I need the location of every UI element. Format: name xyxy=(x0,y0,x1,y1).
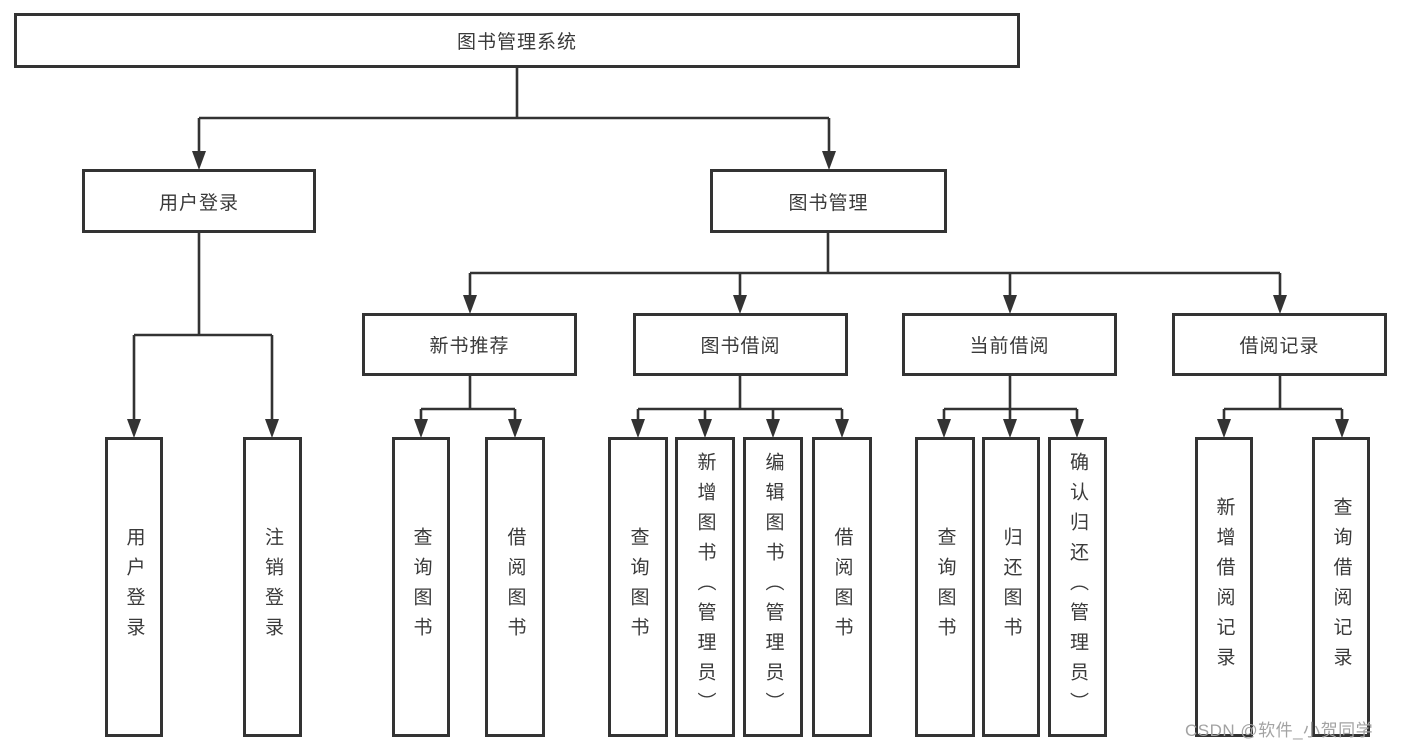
node-book-borrowing: 图书借阅 xyxy=(633,313,848,376)
leaf-logout: 注销登录 xyxy=(243,437,302,737)
edge-root-to-level2 xyxy=(192,68,836,170)
leaf-borrow-books-borrowing: 借阅图书 xyxy=(812,437,872,737)
leaf-query-books-current: 查询图书 xyxy=(915,437,975,737)
node-user-login: 用户登录 xyxy=(82,169,316,233)
node-current-borrowing: 当前借阅 xyxy=(902,313,1117,376)
leaf-borrow-books-recommend: 借阅图书 xyxy=(485,437,545,737)
edge-book-borrow-to-leaves xyxy=(631,376,849,438)
leaf-confirm-return-admin: 确认归还（管理员） xyxy=(1048,437,1107,737)
leaf-add-borrow-record: 新增借阅记录 xyxy=(1195,437,1253,737)
leaf-add-books-admin: 新增图书（管理员） xyxy=(675,437,735,737)
leaf-edit-books-admin: 编辑图书（管理员） xyxy=(743,437,803,737)
node-new-book-recommend: 新书推荐 xyxy=(362,313,577,376)
leaf-query-books-recommend: 查询图书 xyxy=(392,437,450,737)
edge-current-borrow-to-leaves xyxy=(937,376,1084,438)
node-book-management: 图书管理 xyxy=(710,169,947,233)
edge-book-mgmt-to-level3 xyxy=(463,233,1287,314)
edge-user-login-to-leaves xyxy=(127,233,279,438)
leaf-query-books-borrowing: 查询图书 xyxy=(608,437,668,737)
edge-borrow-record-to-leaves xyxy=(1217,376,1349,438)
node-borrow-records: 借阅记录 xyxy=(1172,313,1387,376)
node-root-system: 图书管理系统 xyxy=(14,13,1020,68)
csdn-watermark: CSDN @软件_小贺同学 xyxy=(1185,721,1374,740)
edge-new-book-rec-to-leaves xyxy=(414,376,522,438)
leaf-user-login: 用户登录 xyxy=(105,437,163,737)
leaf-query-borrow-record: 查询借阅记录 xyxy=(1312,437,1370,737)
leaf-return-books: 归还图书 xyxy=(982,437,1040,737)
